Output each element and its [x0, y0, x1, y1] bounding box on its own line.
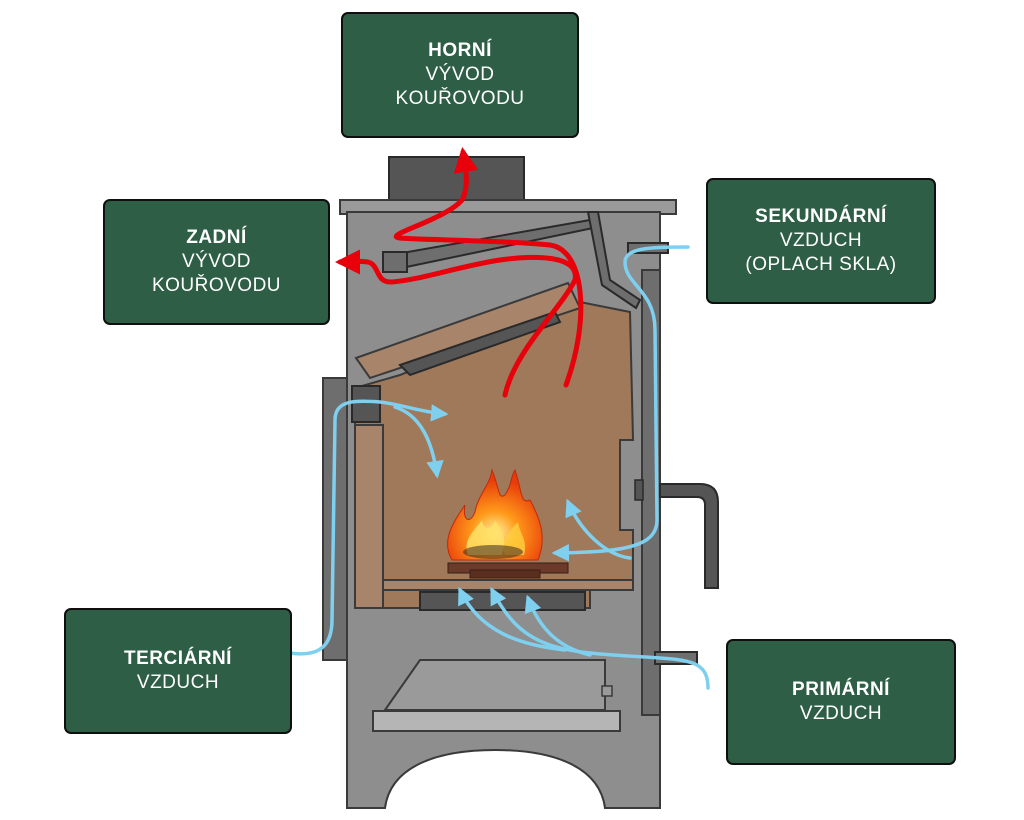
primary-air-branch-1 — [458, 586, 567, 652]
secondary-channel — [586, 211, 642, 310]
label-rear-flue-line2: VÝVOD — [181, 251, 252, 272]
primary-air-path — [490, 586, 710, 690]
tertiary-air-path — [282, 399, 449, 656]
secondary-air-path — [551, 245, 690, 562]
label-tertiary-air-line1: TERCIÁRNÍ — [124, 648, 232, 669]
label-rear-flue: ZADNÍ VÝVOD KOUŘOVODU — [103, 199, 330, 325]
label-primary-air-line1: PRIMÁRNÍ — [792, 679, 890, 700]
label-secondary-air-line2: VZDUCH — [779, 230, 863, 251]
label-rear-flue-line3: KOUŘOVODU — [151, 275, 282, 296]
label-secondary-air-line3: (OPLACH SKLA) — [745, 254, 897, 275]
label-tertiary-air-line2: VZDUCH — [136, 672, 220, 693]
label-secondary-air: SEKUNDÁRNÍ VZDUCH (OPLACH SKLA) — [706, 178, 936, 304]
handle-hinge — [634, 479, 644, 501]
label-primary-air-line2: VZDUCH — [799, 703, 883, 724]
hearth-floor — [382, 579, 634, 591]
flue-gas-flows — [335, 147, 584, 398]
tertiary-air-branch — [393, 405, 444, 479]
flue-gas-rear-path — [335, 249, 578, 398]
label-top-flue-line1: HORNÍ — [428, 40, 492, 61]
stove-icon — [322, 156, 719, 809]
label-tertiary-air: TERCIÁRNÍ VZDUCH — [64, 608, 292, 734]
door-handle — [659, 483, 719, 589]
primary-air-branch-2 — [524, 594, 592, 657]
label-top-flue: HORNÍ VÝVOD KOUŘOVODU — [341, 12, 579, 138]
ash-pan-clip — [601, 685, 613, 697]
label-secondary-air-line1: SEKUNDÁRNÍ — [755, 206, 887, 227]
flue-gas-top-path — [394, 147, 584, 388]
label-primary-air: PRIMÁRNÍ VZDUCH — [726, 639, 956, 765]
left-firebrick — [354, 424, 384, 609]
ash-tray — [372, 710, 621, 732]
tertiary-inlet — [351, 385, 381, 423]
baffle-support — [398, 310, 562, 377]
secondary-air-branch — [565, 498, 632, 560]
fire-icon — [447, 468, 569, 579]
air-flows — [282, 245, 710, 690]
rear-outlet-stub — [382, 251, 408, 273]
label-top-flue-line2: VÝVOD — [425, 64, 495, 85]
label-top-flue-line3: KOUŘOVODU — [395, 88, 525, 109]
ash-pan — [383, 659, 606, 711]
label-rear-flue-line1: ZADNÍ — [186, 227, 247, 248]
